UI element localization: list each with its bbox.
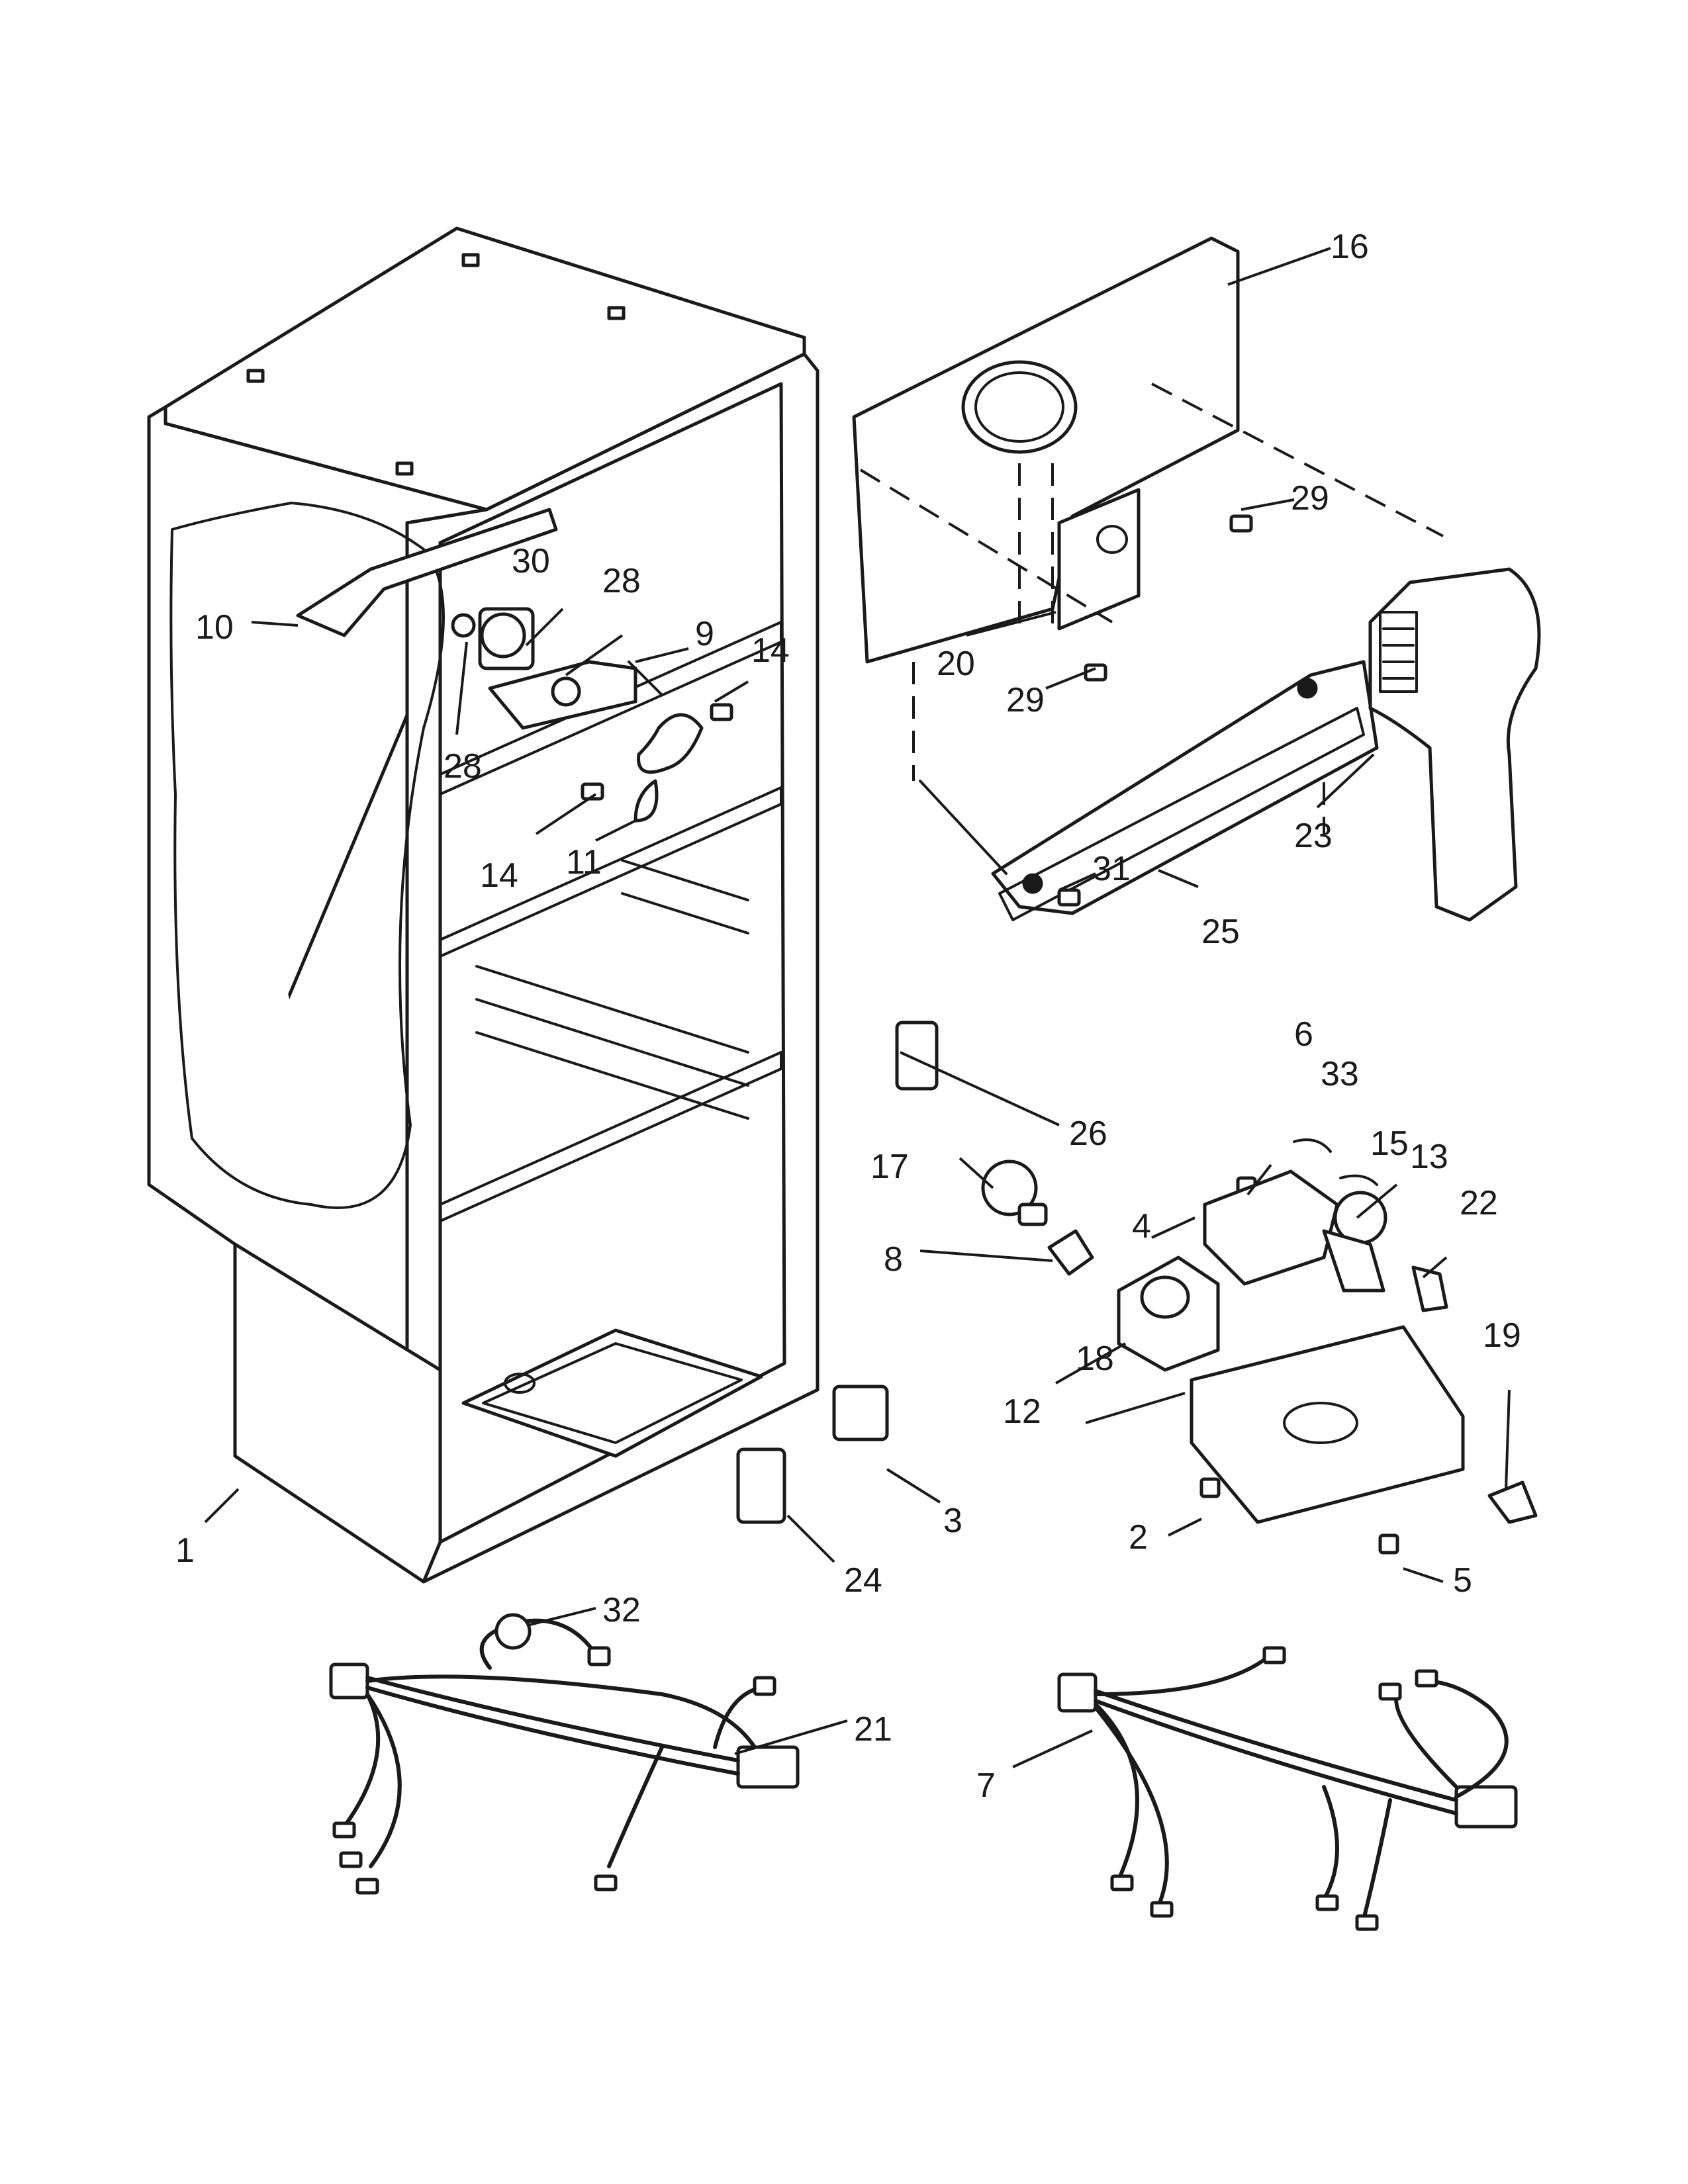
switches [736,1021,939,1524]
callout-17: 17 [870,1148,909,1186]
callout-30: 30 [512,542,550,580]
callout-7: 7 [976,1766,996,1805]
callout-18: 18 [1076,1340,1114,1378]
callout-29b: 29 [1006,681,1045,719]
callout-32: 32 [602,1591,641,1629]
callout-29a: 29 [1291,479,1329,518]
callout-22: 22 [1460,1184,1498,1222]
callout-1: 1 [175,1531,195,1570]
rear-panel [852,236,1444,834]
callout-11: 11 [566,843,602,882]
callout-14a: 14 [751,631,790,670]
wire-harness-21 [329,1613,800,1895]
callout-21: 21 [854,1710,892,1749]
callout-9: 9 [695,615,714,653]
screws [581,514,1399,1555]
callout-15: 15 [1370,1124,1409,1163]
fan-motor-assembly [296,508,704,823]
callout-13: 13 [1410,1138,1448,1176]
callout-31: 31 [1092,850,1131,888]
callout-6: 6 [1294,1015,1313,1054]
callout-4: 4 [1132,1207,1151,1246]
callout-5: 5 [1453,1561,1472,1600]
leader-lines [204,247,1511,1768]
callout-16: 16 [1331,228,1369,266]
top-cover [919,660,1379,921]
callout-14b: 14 [480,856,518,895]
callout-8: 8 [884,1240,903,1279]
callout-28b: 28 [444,747,482,786]
callout-3: 3 [943,1502,962,1540]
callout-33: 33 [1321,1055,1359,1093]
control-components [981,1138,1538,1524]
callout-25: 25 [1201,913,1240,951]
callout-10: 10 [195,608,234,647]
callout-labels: 16 29 29 20 31 25 23 26 6 33 15 13 22 17… [175,228,1521,1805]
callout-28a: 28 [602,562,641,600]
callout-12: 12 [1003,1392,1041,1431]
cabinet-liner [147,226,820,1584]
wire-harness-7 [1057,1646,1518,1931]
callout-2: 2 [1129,1518,1148,1557]
callout-24: 24 [844,1561,882,1600]
callout-19: 19 [1483,1316,1521,1355]
control-housing [1368,567,1541,922]
callout-23: 23 [1294,817,1333,855]
callout-20: 20 [937,645,975,683]
callout-26: 26 [1069,1115,1107,1153]
